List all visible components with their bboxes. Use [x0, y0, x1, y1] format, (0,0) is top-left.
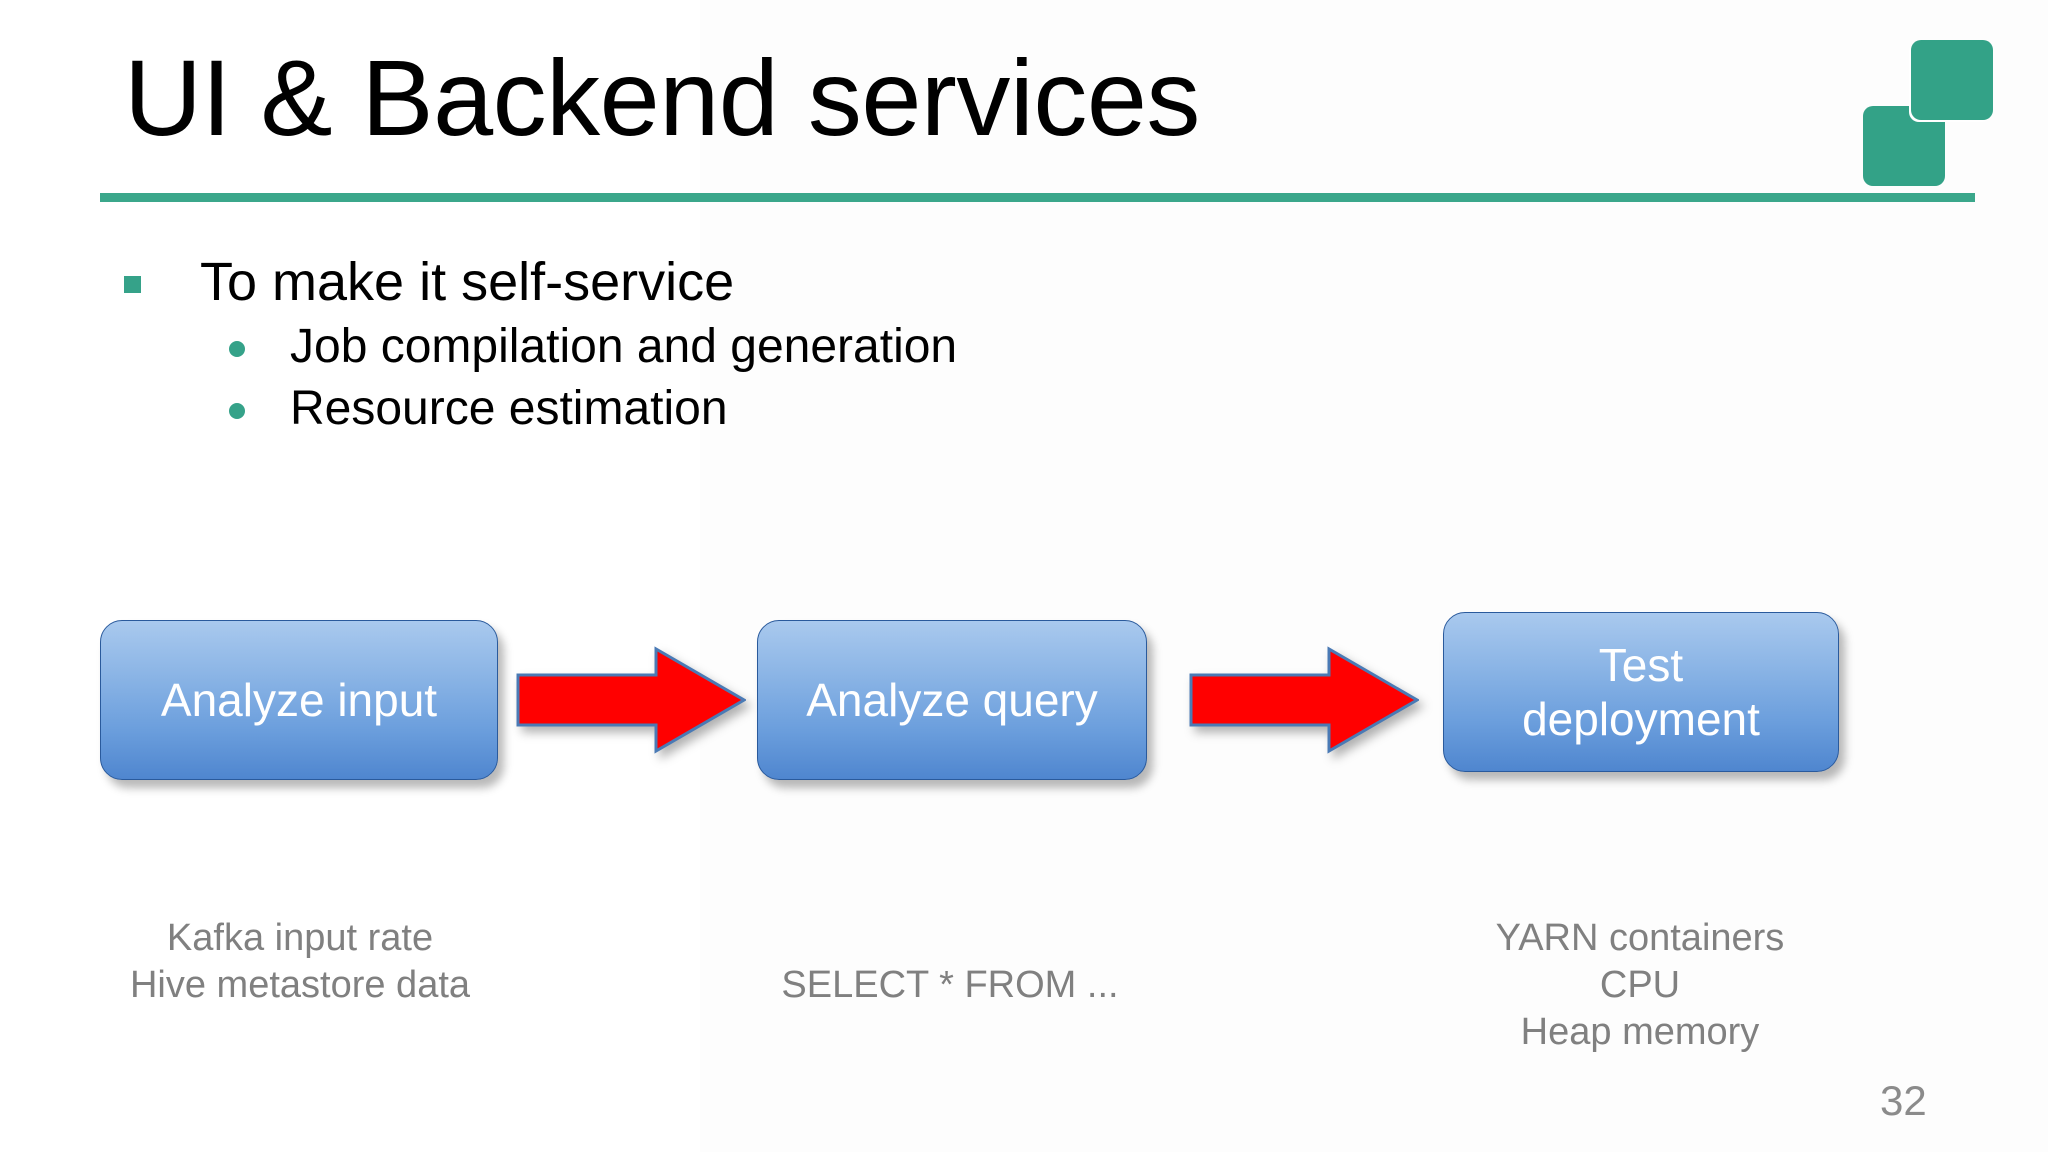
caption-line: CPU	[1599, 964, 1681, 1006]
round-bullet-icon	[229, 341, 245, 357]
caption-test-deployment: YARN containers CPU Heap memory	[1400, 915, 1880, 1056]
logo-square-front-icon	[1911, 40, 1993, 120]
caption-analyze-input: Kafka input rate Hive metastore data	[60, 915, 540, 1009]
flow-box-analyze-input[interactable]: Analyze input	[100, 620, 498, 780]
round-bullet-icon	[229, 403, 245, 419]
bullet-level1-item: To make it self-service	[0, 248, 1400, 316]
background-panel	[700, 0, 2048, 1152]
caption-analyze-query: SELECT * FROM ...	[710, 962, 1190, 1009]
square-bullet-icon	[124, 276, 141, 293]
bullet-level2-label: Job compilation and generation	[290, 320, 958, 373]
bullet-level1-label: To make it self-service	[200, 252, 735, 312]
brand-logo	[1845, 38, 1995, 186]
bullet-level2-item: Job compilation and generation	[0, 316, 1400, 378]
caption-line: Heap memory	[1520, 1011, 1760, 1053]
page-number: 32	[1880, 1077, 1927, 1124]
bullet-list: To make it self-service Job compilation …	[0, 248, 1400, 440]
title-underline-rule	[100, 193, 1975, 202]
page-title: UI & Backend services	[124, 37, 1200, 158]
caption-line: YARN containers	[1495, 917, 1785, 959]
flow-box-analyze-query[interactable]: Analyze query	[757, 620, 1147, 780]
caption-line: Hive metastore data	[129, 964, 471, 1006]
caption-line: Kafka input rate	[166, 917, 434, 959]
flow-box-label: Analyze query	[806, 673, 1098, 726]
bullet-level2-label: Resource estimation	[290, 382, 728, 435]
bullet-level2-item: Resource estimation	[0, 378, 1400, 440]
slide-title-area: UI & Backend services	[0, 0, 2048, 210]
flow-box-label: Analyze input	[160, 673, 438, 726]
flow-arrow-right-icon	[516, 646, 746, 754]
flow-arrow-right-icon	[1189, 646, 1419, 754]
caption-line: SELECT * FROM ...	[781, 964, 1119, 1006]
